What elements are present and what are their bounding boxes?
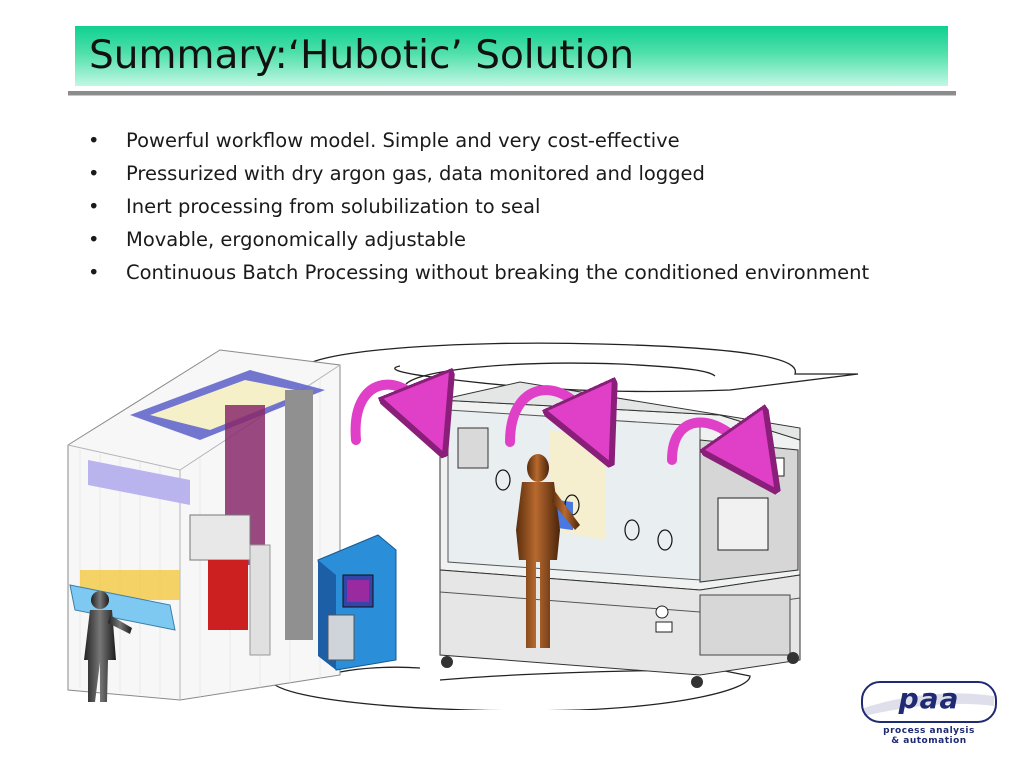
bullet-text: Inert processing from solubilization to … bbox=[126, 195, 541, 218]
bullet-text: Continuous Batch Processing without brea… bbox=[126, 261, 870, 284]
operator-figure bbox=[84, 591, 132, 702]
slide-title: Summary:‘Hubotic’ Solution bbox=[89, 33, 635, 78]
bullet-icon: • bbox=[88, 228, 100, 251]
bullet-item: • Inert processing from solubilization to… bbox=[88, 190, 869, 223]
bullet-item: • Powerful workflow model. Simple and ver… bbox=[88, 124, 869, 157]
system-illustration bbox=[67, 342, 859, 710]
bullet-icon: • bbox=[88, 261, 100, 284]
bullet-icon: • bbox=[88, 129, 100, 152]
glovebox-illustration bbox=[439, 381, 801, 688]
bullet-text: Pressurized with dry argon gas, data mon… bbox=[126, 162, 705, 185]
bullet-text: Powerful workflow model. Simple and very… bbox=[126, 129, 680, 152]
logo-tagline: process analysis & automation bbox=[864, 726, 994, 746]
bullet-list: • Powerful workflow model. Simple and ver… bbox=[88, 124, 869, 289]
bullet-icon: • bbox=[88, 162, 100, 185]
control-terminal bbox=[317, 534, 397, 671]
bullet-item: • Continuous Batch Processing without bre… bbox=[88, 256, 869, 289]
logo-tagline-line2: & automation bbox=[891, 736, 967, 746]
title-divider bbox=[68, 91, 956, 96]
bullet-text: Movable, ergonomically adjustable bbox=[126, 228, 467, 251]
storage-rack-illustration bbox=[67, 349, 341, 701]
bullet-item: • Movable, ergonomically adjustable bbox=[88, 223, 869, 256]
title-bar: Summary:‘Hubotic’ Solution bbox=[75, 26, 948, 86]
bullet-icon: • bbox=[88, 195, 100, 218]
logo-wordmark: paa bbox=[898, 682, 960, 715]
logo-tagline-line1: process analysis bbox=[883, 726, 975, 736]
bullet-item: • Pressurized with dry argon gas, data mo… bbox=[88, 157, 869, 190]
logo-mark bbox=[861, 681, 997, 723]
company-logo: paa process analysis & automation bbox=[858, 678, 1000, 758]
transfer-arrow bbox=[350, 385, 755, 460]
